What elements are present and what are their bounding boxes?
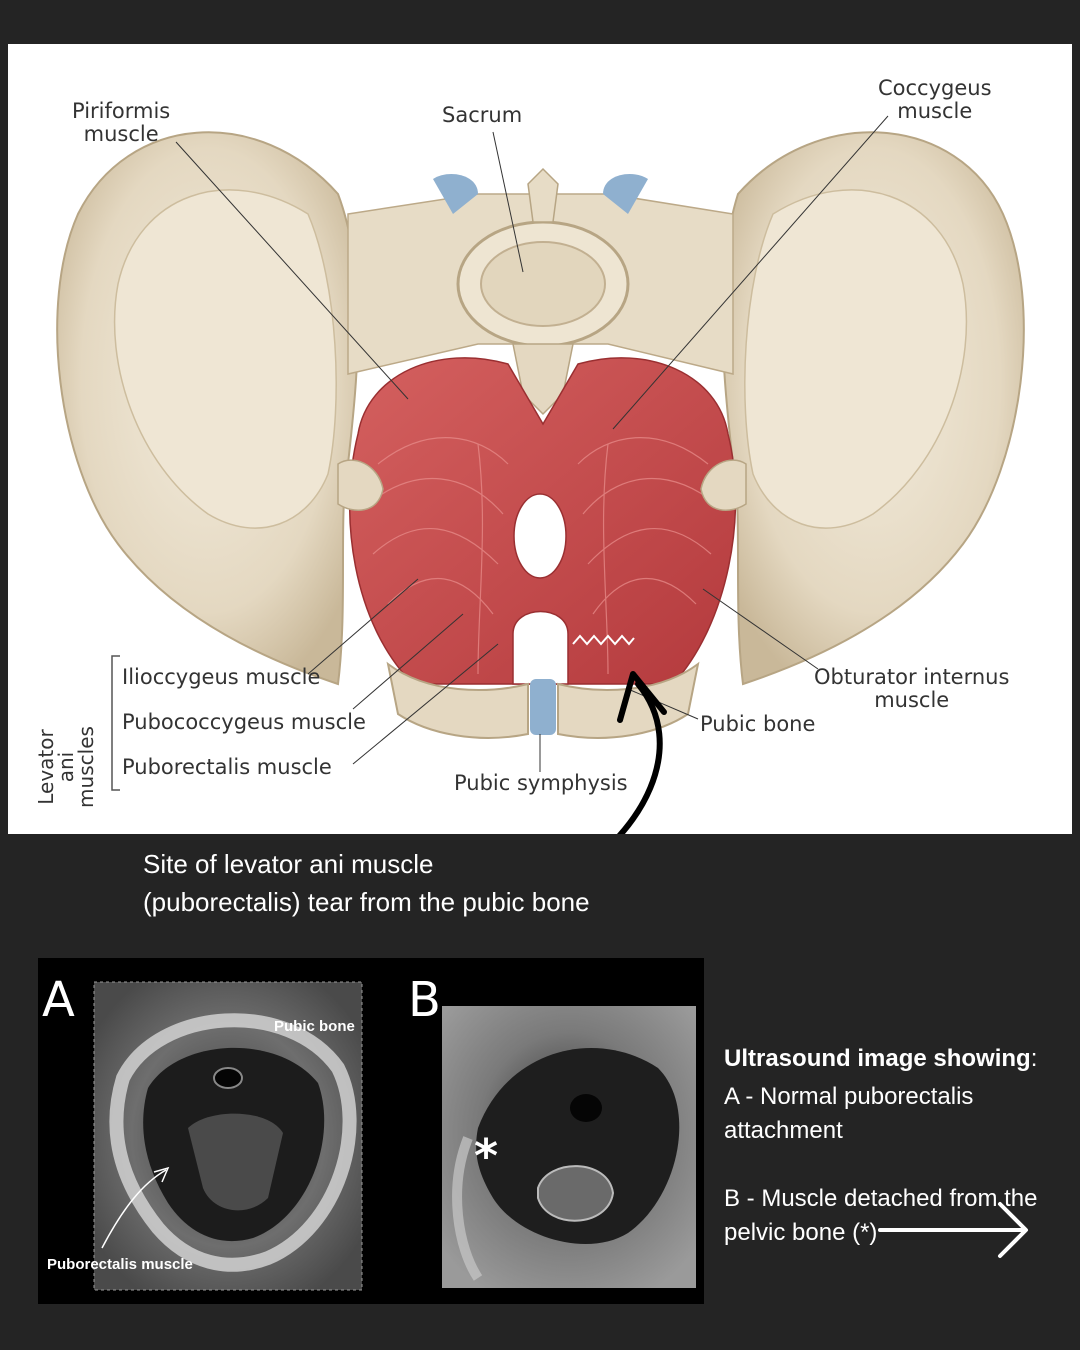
label-pubococcygeus: Pubococcygeus muscle bbox=[122, 711, 366, 734]
anatomy-diagram-panel: Piriformis muscle Sacrum Coccygeus muscl… bbox=[8, 44, 1072, 834]
detachment-asterisk: * bbox=[474, 1132, 498, 1180]
description-a: A - Normal puborectalis attachment bbox=[724, 1080, 1070, 1148]
label-pubic-symphysis: Pubic symphysis bbox=[454, 772, 628, 795]
tear-site-caption: Site of levator ani muscle (puborectalis… bbox=[143, 845, 590, 921]
pubic-symphysis-cartilage bbox=[530, 679, 556, 735]
anal-opening bbox=[513, 612, 568, 685]
ultrasound-images bbox=[38, 958, 704, 1304]
caption-line-1: Site of levator ani muscle bbox=[143, 845, 590, 883]
ultrasound-tag-puborectalis: Puborectalis muscle bbox=[47, 1256, 193, 1273]
label-piriformis: Piriformis muscle bbox=[72, 100, 170, 146]
caption-line-2: (puborectalis) tear from the pubic bone bbox=[143, 883, 590, 921]
label-obturator-internus: Obturator internus muscle bbox=[814, 666, 1009, 712]
label-levator-ani-group: Levator ani muscles bbox=[36, 712, 76, 822]
label-coccygeus: Coccygeus muscle bbox=[878, 77, 992, 123]
ultrasound-label-b: B bbox=[408, 976, 441, 1024]
ultrasound-panel: A B Pubic bone Puborectalis muscle * bbox=[38, 958, 704, 1304]
urethral-opening bbox=[514, 494, 566, 578]
label-sacrum: Sacrum bbox=[442, 104, 522, 127]
description-title: Ultrasound image showing: bbox=[724, 1042, 1070, 1076]
label-iliococcygeus: Ilioccygeus muscle bbox=[122, 666, 320, 689]
ultrasound-label-a: A bbox=[42, 976, 75, 1024]
label-pubic-bone: Pubic bone bbox=[700, 713, 815, 736]
arrow-right-icon[interactable] bbox=[878, 1198, 1034, 1262]
ultrasound-tag-pubic-bone: Pubic bone bbox=[274, 1018, 355, 1035]
label-puborectalis: Puborectalis muscle bbox=[122, 756, 332, 779]
